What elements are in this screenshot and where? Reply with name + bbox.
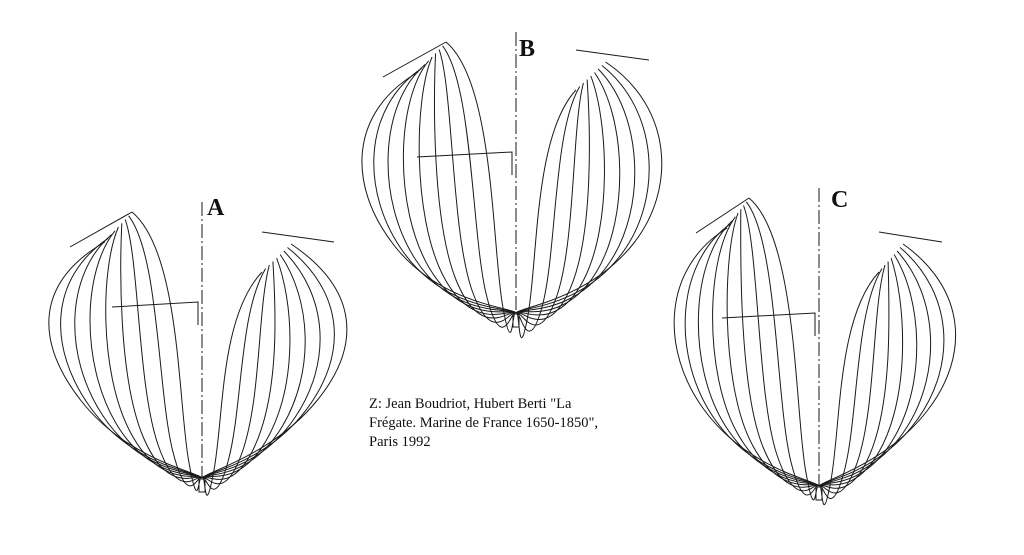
hull-section-c: [673, 188, 956, 506]
caption-line-2: Frégate. Marine de France 1650-1850",: [369, 415, 598, 431]
caption-line-1: Z: Jean Boudriot, Hubert Berti "La: [369, 396, 572, 412]
hull-section-a: [48, 202, 348, 496]
hull-c-label: C: [831, 187, 849, 213]
hull-b-label: B: [519, 36, 536, 62]
hull-section-b: [361, 32, 663, 339]
hull-a-label: A: [207, 195, 225, 221]
source-caption: Z: Jean Boudriot, Hubert Berti "La Fréga…: [369, 395, 629, 452]
caption-line-3: Paris 1992: [369, 434, 431, 450]
